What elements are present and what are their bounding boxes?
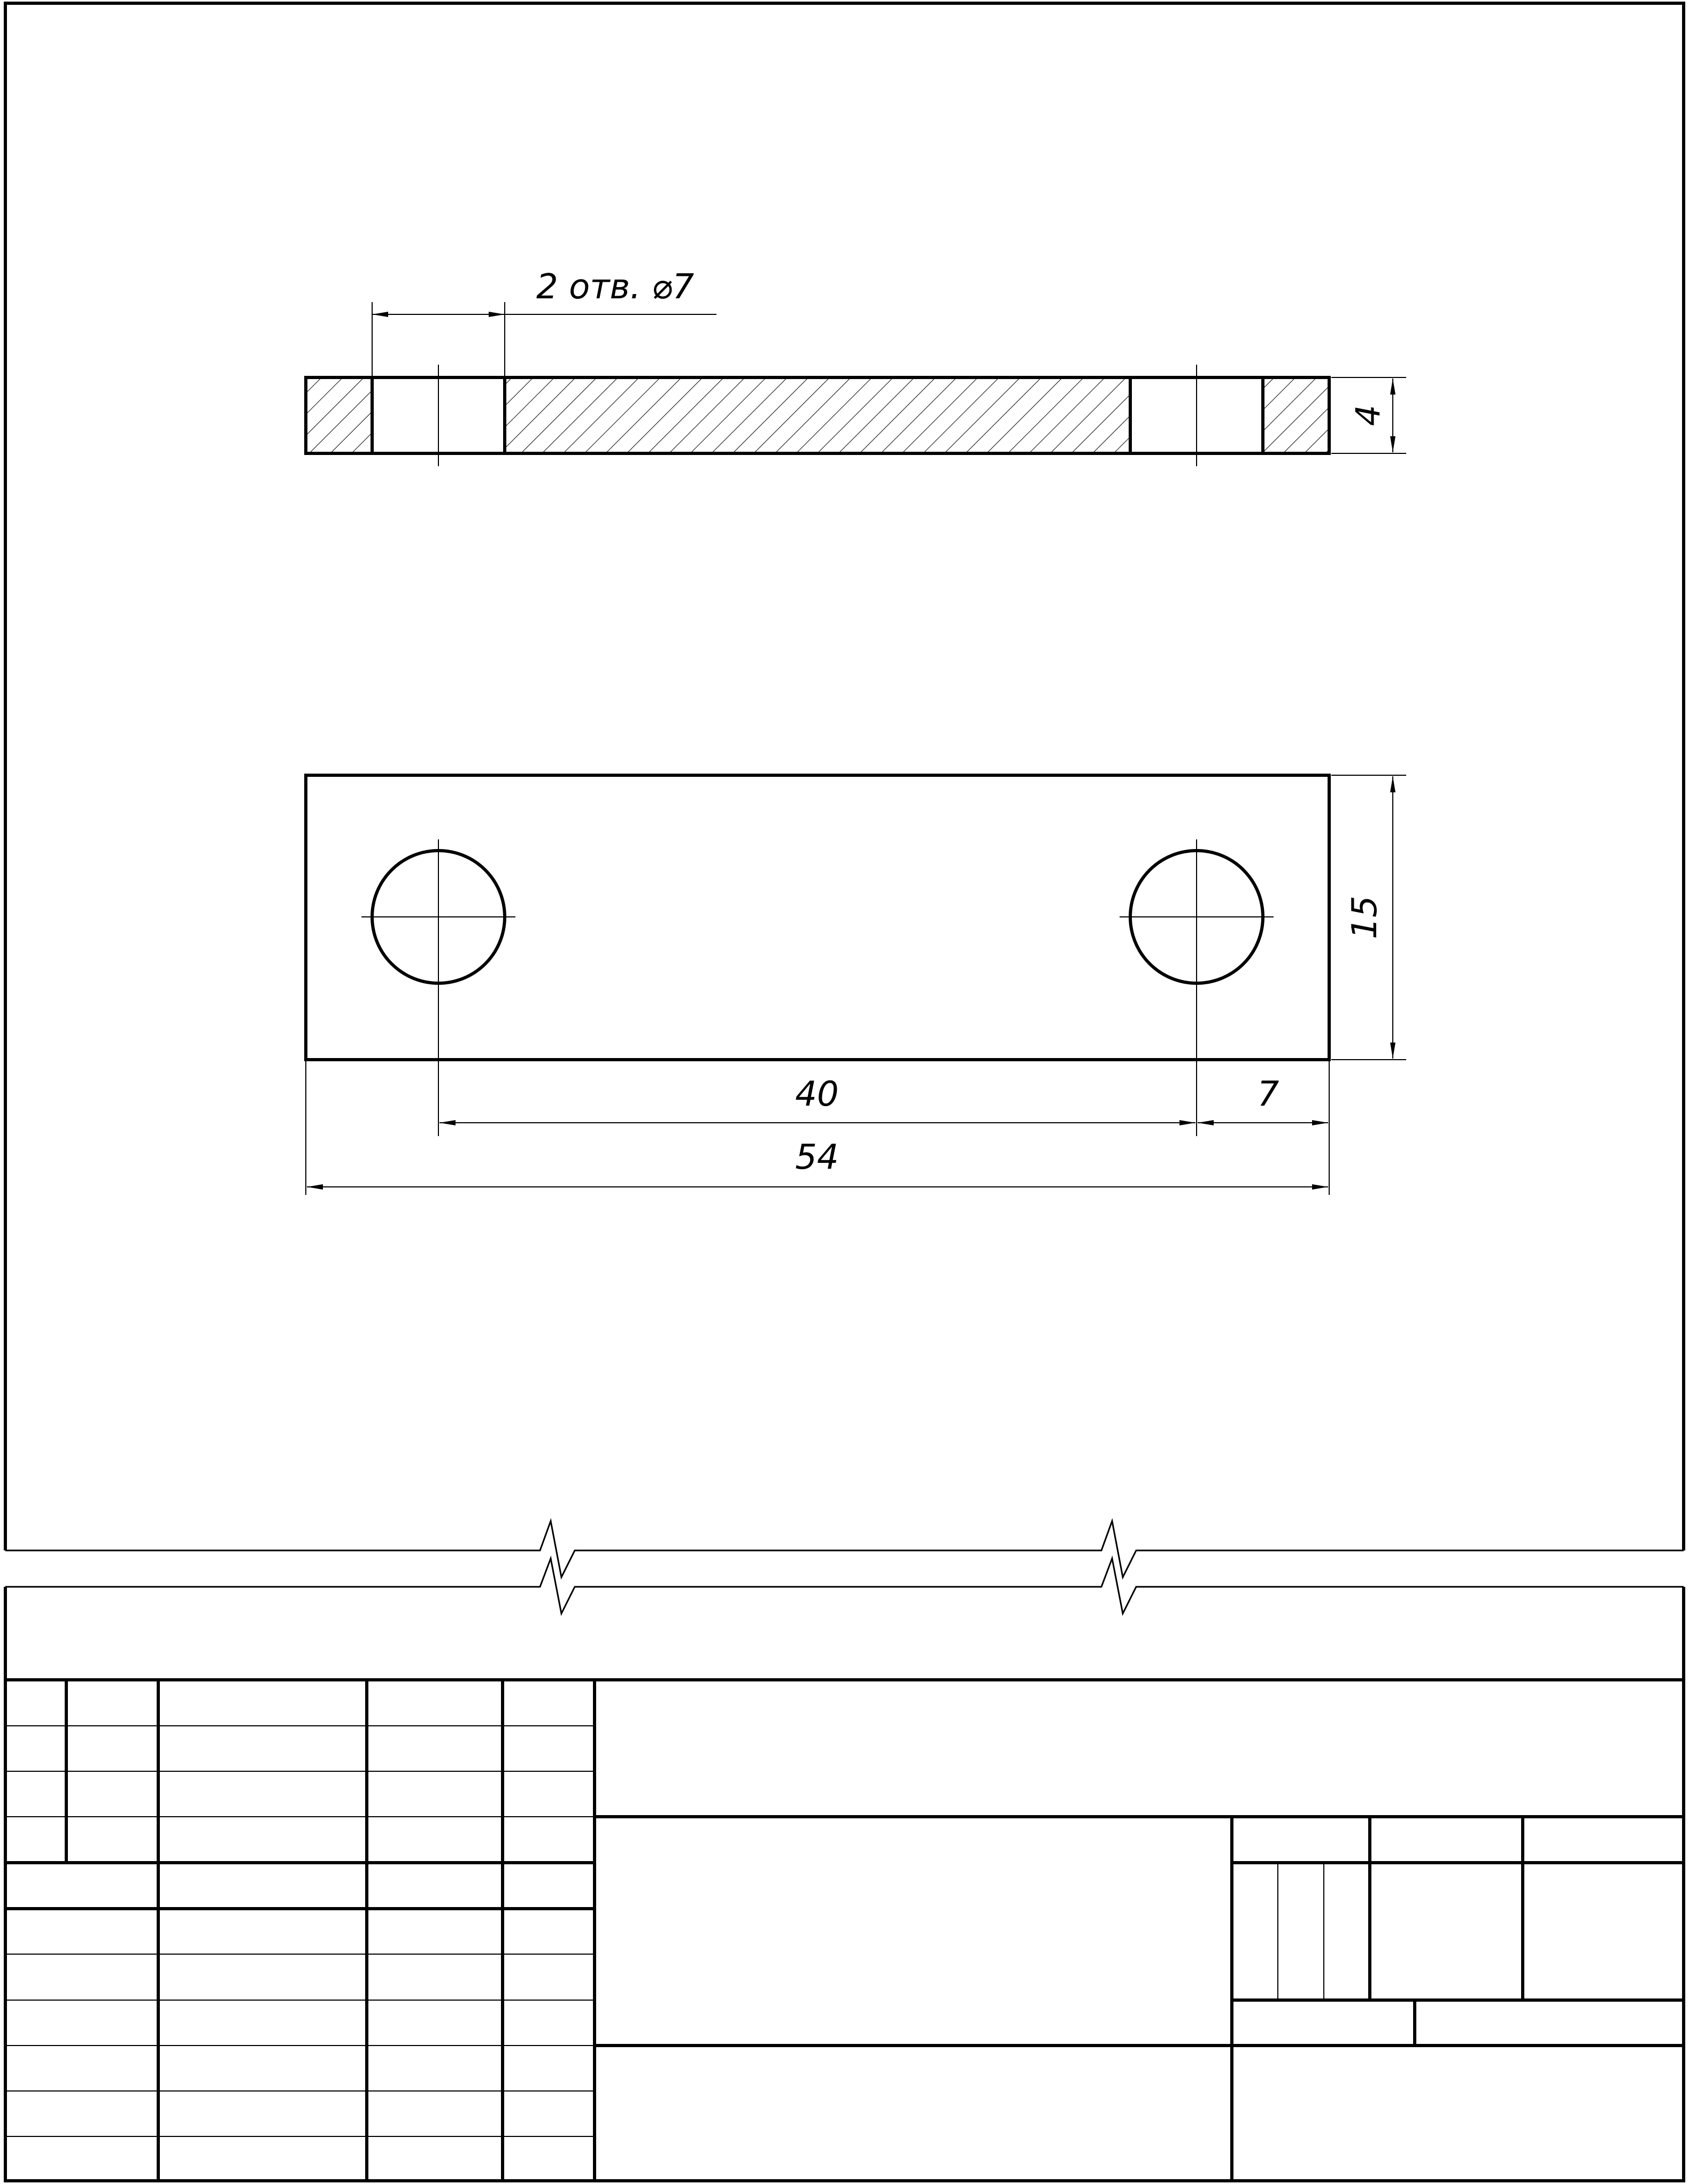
section-outline — [304, 376, 1331, 455]
plan-view — [304, 774, 1331, 1136]
overall-length-dimension — [305, 1061, 1328, 1195]
edge-offset-label: 7 — [1258, 1075, 1279, 1114]
break-line-lower — [5, 1555, 1684, 1616]
hatch-right — [1263, 377, 1329, 453]
hatch-center — [505, 377, 1130, 453]
width-label: 15 — [1345, 896, 1385, 939]
thickness-label: 4 — [1348, 405, 1387, 426]
hole-centerlines — [361, 839, 1274, 1136]
sheet-frame-top — [4, 2, 1685, 1550]
section-view — [304, 365, 1331, 466]
hole-spacing-label: 40 — [795, 1075, 838, 1114]
title-block — [4, 1587, 1685, 2182]
overall-length-label: 54 — [795, 1138, 838, 1177]
hole-callout-label: 2 отв. ⌀7 — [536, 267, 694, 307]
plate-outline — [304, 774, 1331, 1061]
width-dimension — [1331, 775, 1406, 1060]
thickness-dimension — [1331, 377, 1406, 454]
hole-callout-dimension — [372, 302, 716, 376]
break-line-upper — [5, 1518, 1684, 1580]
hatch-left — [306, 377, 372, 453]
hole-spacing-dimension — [439, 1061, 1330, 1195]
